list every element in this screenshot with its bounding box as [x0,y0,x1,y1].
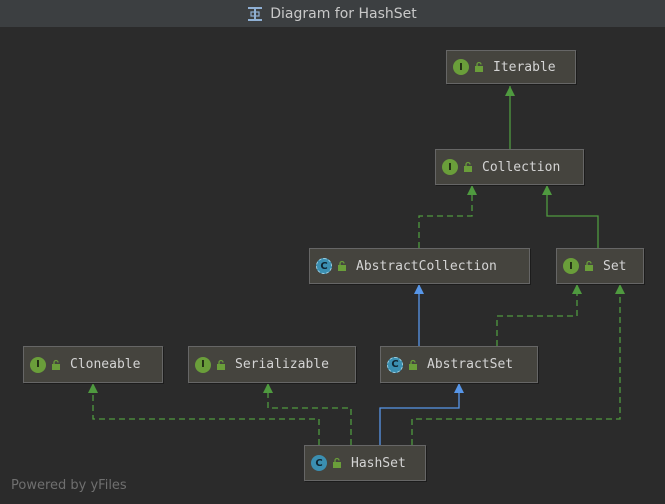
public-lock-icon [475,61,483,72]
node-abstractset[interactable]: C AbstractSet [380,346,538,383]
node-label: AbstractCollection [356,258,497,274]
edge-hashset-serializable [263,383,352,445]
interface-icon: I [453,59,469,75]
node-label: Iterable [493,59,556,75]
node-collection[interactable]: I Collection [435,149,584,185]
node-label: Set [603,258,627,274]
public-lock-icon [338,260,346,271]
node-label: Cloneable [70,357,141,372]
interface-icon: I [30,356,46,373]
node-set[interactable]: I Set [556,248,644,284]
node-label: AbstractSet [427,357,514,372]
node-label: HashSet [351,455,406,471]
powered-by-label: Powered by yFiles [11,478,127,493]
node-cloneable[interactable]: I Cloneable [23,346,163,383]
public-lock-icon [464,161,472,172]
node-hashset[interactable]: C HashSet [304,445,426,481]
interface-icon: I [442,159,458,175]
window-title: Diagram for HashSet [270,5,417,22]
class-icon: C [311,455,327,471]
public-lock-icon [333,457,341,468]
abstract-class-icon: C [387,356,403,373]
abstract-class-icon: C [316,258,332,274]
public-lock-icon [52,359,60,370]
edge-hashset-set [411,284,625,445]
title-bar: Diagram for HashSet [0,0,665,28]
diagram-canvas[interactable]: I Iterable I Collection C AbstractCollec… [0,28,665,504]
edge-hashset-cloneable [88,383,320,445]
edge-abstractset-set [496,284,582,346]
interface-icon: I [563,258,579,274]
interface-icon: I [195,356,211,373]
edges-layer [88,86,625,445]
edge-set-collection [542,185,599,248]
node-label: Serializable [235,357,329,372]
edge-abstractcollection-collection [418,185,477,248]
node-label: Collection [482,159,561,175]
edge-hashset-abstractset [379,383,464,445]
public-lock-icon [585,260,593,271]
node-serializable[interactable]: I Serializable [188,346,356,383]
node-abstractcollection[interactable]: C AbstractCollection [309,248,530,284]
public-lock-icon [217,359,225,370]
diagram-icon [248,6,263,21]
public-lock-icon [409,359,417,370]
node-iterable[interactable]: I Iterable [446,50,576,84]
